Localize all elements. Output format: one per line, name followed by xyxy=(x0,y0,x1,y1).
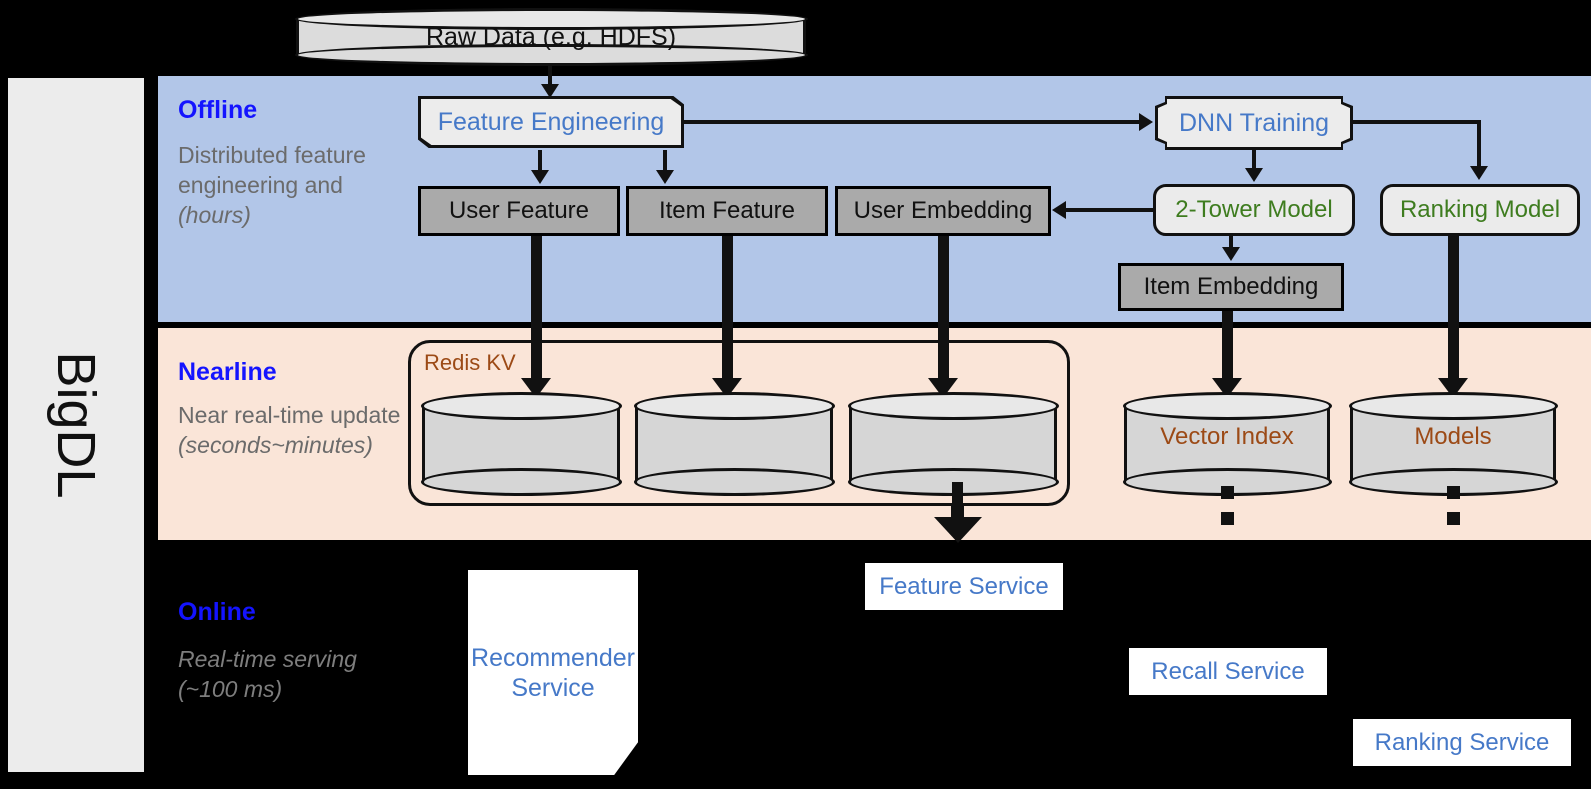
redis-kv-container xyxy=(408,340,1070,506)
vector-index-store[interactable]: Vector Index xyxy=(1122,392,1332,496)
recommender-service-label: Recommender Service xyxy=(471,643,635,702)
feature-engineering-label: Feature Engineering xyxy=(437,107,665,136)
edge-userfeature-store xyxy=(531,236,542,380)
item-embedding-node[interactable]: Item Embedding xyxy=(1118,263,1344,311)
user-embedding-node[interactable]: User Embedding xyxy=(835,186,1051,236)
edge-twotower-itemembedding-arrow xyxy=(1222,247,1240,261)
edge-twotower-userembedding xyxy=(1066,208,1156,212)
recall-service-node[interactable]: Recall Service xyxy=(1129,648,1327,695)
edge-fe-dnn-arrow xyxy=(1139,113,1153,131)
edge-fe-dnn xyxy=(684,120,1139,124)
store-user-feature[interactable] xyxy=(420,392,622,496)
dnn-training-label: DNN Training xyxy=(1178,108,1330,137)
band-subtitle-offline: Distributed feature engineering and (hou… xyxy=(178,142,366,228)
raw-data-store: Raw Data (e.g. HDFS) xyxy=(294,8,808,66)
edge-userembedding-store xyxy=(938,236,949,380)
edge-dnn-twotower-arrow xyxy=(1245,168,1263,182)
edge-redis-featureservice-arrow xyxy=(934,517,982,543)
edge-fe-userfeature-arrow xyxy=(531,170,549,184)
two-tower-model-node[interactable]: 2-Tower Model xyxy=(1153,184,1355,236)
recall-service-label: Recall Service xyxy=(1151,657,1305,685)
item-embedding-label: Item Embedding xyxy=(1143,273,1319,300)
user-embedding-label: User Embedding xyxy=(853,197,1033,224)
two-tower-model-label: 2-Tower Model xyxy=(1175,196,1333,223)
edge-twotower-itemembedding xyxy=(1229,236,1233,250)
vector-index-label: Vector Index xyxy=(1160,423,1294,450)
feature-engineering-body: Feature Engineering xyxy=(421,99,681,145)
edge-rankingmodel-models xyxy=(1448,236,1459,380)
cylinder-base xyxy=(294,44,808,66)
cylinder-top xyxy=(847,392,1059,420)
band-title-online: Online xyxy=(178,598,256,626)
dnn-training-node[interactable]: DNN Training xyxy=(1155,96,1353,150)
user-feature-node[interactable]: User Feature xyxy=(418,186,620,236)
raw-data-label: Raw Data (e.g. HDFS) xyxy=(425,22,677,51)
models-label: Models xyxy=(1414,423,1492,450)
edge-redis-featureservice xyxy=(952,482,963,508)
edge-fe-itemfeature-arrow xyxy=(656,170,674,184)
models-store[interactable]: Models xyxy=(1348,392,1558,496)
cylinder-top xyxy=(420,392,622,420)
cylinder-top xyxy=(1348,392,1558,420)
item-feature-label: Item Feature xyxy=(658,197,796,224)
edge-fe-userfeature xyxy=(538,150,542,172)
user-feature-label: User Feature xyxy=(448,197,590,224)
store-item-feature[interactable] xyxy=(633,392,835,496)
edge-dnn-ranking-h xyxy=(1353,120,1481,124)
feature-engineering-node[interactable]: Feature Engineering xyxy=(418,96,684,148)
store-user-feature-label xyxy=(422,392,620,482)
edge-fe-itemfeature xyxy=(663,150,667,172)
edge-itemembedding-vectorindex xyxy=(1222,311,1233,380)
store-user-embedding[interactable] xyxy=(847,392,1059,496)
edge-rawdata-fe-arrow xyxy=(541,84,559,98)
edge-rawdata-fe xyxy=(548,66,552,88)
store-item-feature-label xyxy=(635,392,833,482)
edge-dnn-ranking-v xyxy=(1477,120,1481,168)
redis-kv-label: Redis KV xyxy=(424,350,516,375)
feature-service-node[interactable]: Feature Service xyxy=(865,563,1063,610)
sidebar-label: BigDL xyxy=(46,351,106,499)
ranking-service-node[interactable]: Ranking Service xyxy=(1353,719,1571,766)
cylinder-base xyxy=(633,468,835,496)
edge-twotower-userembedding-arrow xyxy=(1052,201,1066,219)
edge-dnn-ranking-arrow xyxy=(1470,166,1488,180)
edge-itemfeature-store xyxy=(722,236,733,380)
band-title-offline: Offline xyxy=(178,96,258,124)
edge-models-ranking-dot1 xyxy=(1447,486,1460,499)
sidebar-bigdl: BigDL xyxy=(8,78,144,772)
cylinder-base xyxy=(420,468,622,496)
edge-models-ranking-dot2 xyxy=(1447,512,1460,525)
band-subtitle-online: Real-time serving (~100 ms) xyxy=(178,646,357,702)
cylinder-top xyxy=(294,8,808,30)
feature-service-label: Feature Service xyxy=(879,572,1049,600)
ranking-model-label: Ranking Model xyxy=(1399,196,1561,223)
edge-redis-featureservice-dot xyxy=(951,506,964,519)
band-subtitle-nearline: Near real-time update (seconds~minutes) xyxy=(178,402,401,458)
dnn-training-body: DNN Training xyxy=(1158,99,1350,147)
band-title-nearline: Nearline xyxy=(178,358,277,386)
item-feature-node[interactable]: Item Feature xyxy=(626,186,828,236)
cylinder-top xyxy=(1122,392,1332,420)
cylinder-top xyxy=(633,392,835,420)
ranking-model-node[interactable]: Ranking Model xyxy=(1380,184,1580,236)
edge-dnn-twotower xyxy=(1252,150,1256,170)
edge-vectorindex-recall-dot1 xyxy=(1221,486,1234,499)
recommender-service-node[interactable]: Recommender Service xyxy=(468,570,638,775)
edge-vectorindex-recall-dot2 xyxy=(1221,512,1234,525)
store-user-embedding-label xyxy=(849,392,1057,482)
ranking-service-label: Ranking Service xyxy=(1374,728,1550,756)
